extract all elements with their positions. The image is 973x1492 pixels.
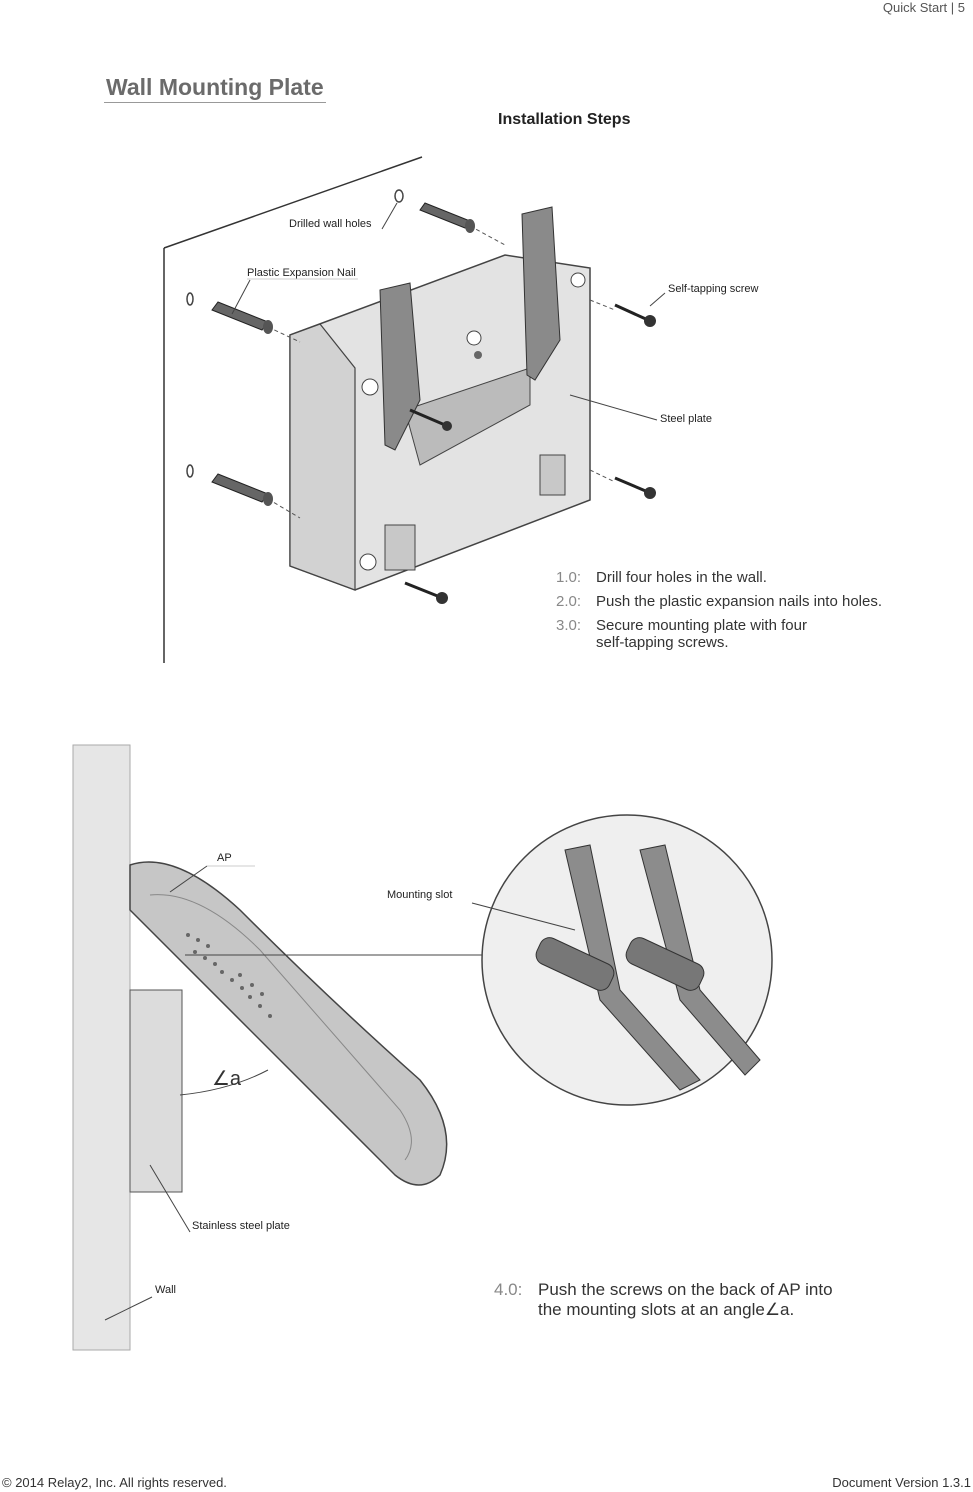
copyright: © 2014 Relay2, Inc. All rights reserved. xyxy=(2,1475,227,1490)
drilled-hole xyxy=(186,292,194,306)
step-item: 1.0:Drill four holes in the wall. xyxy=(556,569,767,586)
screw-icon xyxy=(614,476,656,499)
screw-label: Self-tapping screw xyxy=(668,283,759,295)
installation-steps-heading: Installation Steps xyxy=(498,111,631,128)
step-item: 3.0:Secure mounting plate with four self… xyxy=(556,617,807,651)
angle-label: ∠a xyxy=(212,1068,242,1090)
page-header: Quick Start | 5 xyxy=(882,0,965,15)
mounting-plate-diagram: Drilled wall holes Plastic Expansion Nai… xyxy=(163,156,759,663)
ap-label: AP xyxy=(217,852,232,864)
screw-icon xyxy=(404,581,448,604)
document-version: Document Version 1.3.1 xyxy=(832,1475,971,1490)
mounting-slot-label: Mounting slot xyxy=(387,889,452,901)
expansion-nail-label: Plastic Expansion Nail xyxy=(247,267,356,279)
step-item: 2.0:Push the plastic expansion nails int… xyxy=(556,593,883,610)
steel-plate-label: Steel plate xyxy=(660,413,712,425)
screw-icon xyxy=(614,303,656,327)
ap-shape xyxy=(129,861,448,1186)
section-title: Wall Mounting Plate xyxy=(104,74,326,103)
drilled-holes-label: Drilled wall holes xyxy=(289,218,372,230)
ap-mounting-diagram: AP Mounting slot ∠a Stainless steel plat… xyxy=(72,744,773,1351)
screw-icon xyxy=(409,408,452,431)
wall-label: Wall xyxy=(155,1284,176,1296)
stainless-plate-label: Stainless steel plate xyxy=(192,1220,290,1232)
drilled-hole xyxy=(186,464,194,478)
drilled-hole xyxy=(394,189,404,203)
wall-shape xyxy=(72,744,131,1351)
step-item: 4.0:Push the screws on the back of AP in… xyxy=(494,1280,833,1319)
